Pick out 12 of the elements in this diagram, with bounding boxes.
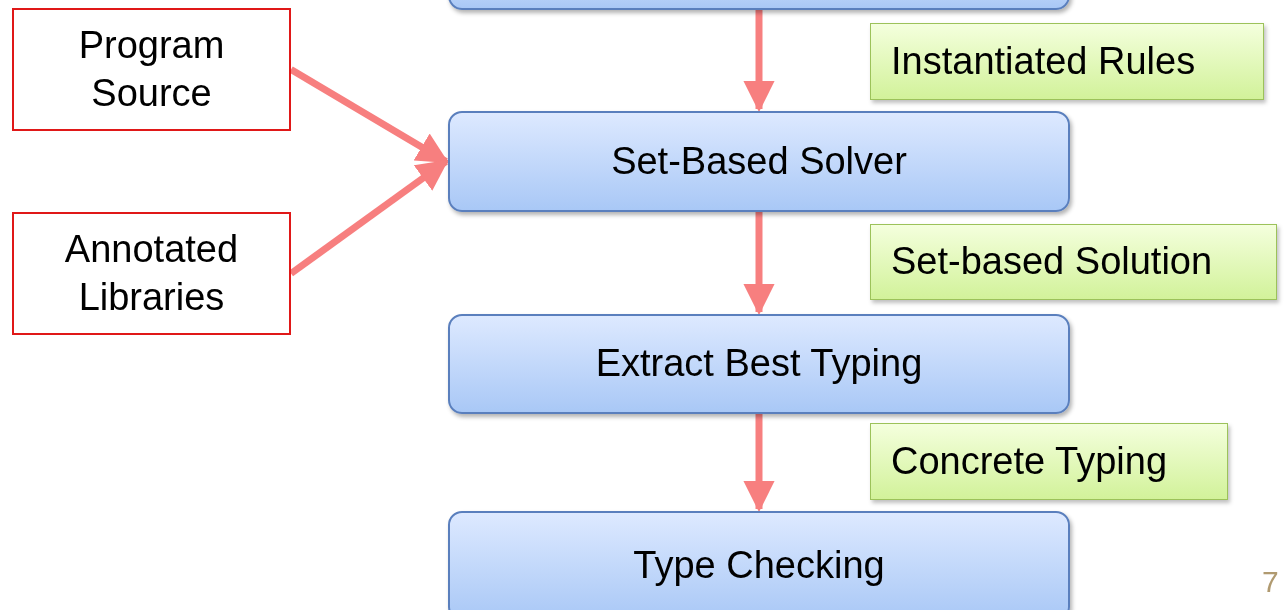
arrow (743, 414, 775, 513)
process-box: Set-Based Solver (448, 111, 1070, 212)
output-label-box: Concrete Typing (870, 423, 1228, 500)
input-box: Annotated Libraries (12, 212, 291, 335)
input-box: Program Source (12, 8, 291, 131)
page-number: 7 (1262, 565, 1279, 599)
process-box: Type Checking (448, 511, 1070, 610)
output-label-box: Instantiated Rules (870, 23, 1264, 100)
output-label-box: Set-based Solution (870, 224, 1277, 300)
process-box: Extract Best Typing (448, 314, 1070, 414)
arrow (743, 10, 775, 113)
arrow (743, 212, 775, 316)
